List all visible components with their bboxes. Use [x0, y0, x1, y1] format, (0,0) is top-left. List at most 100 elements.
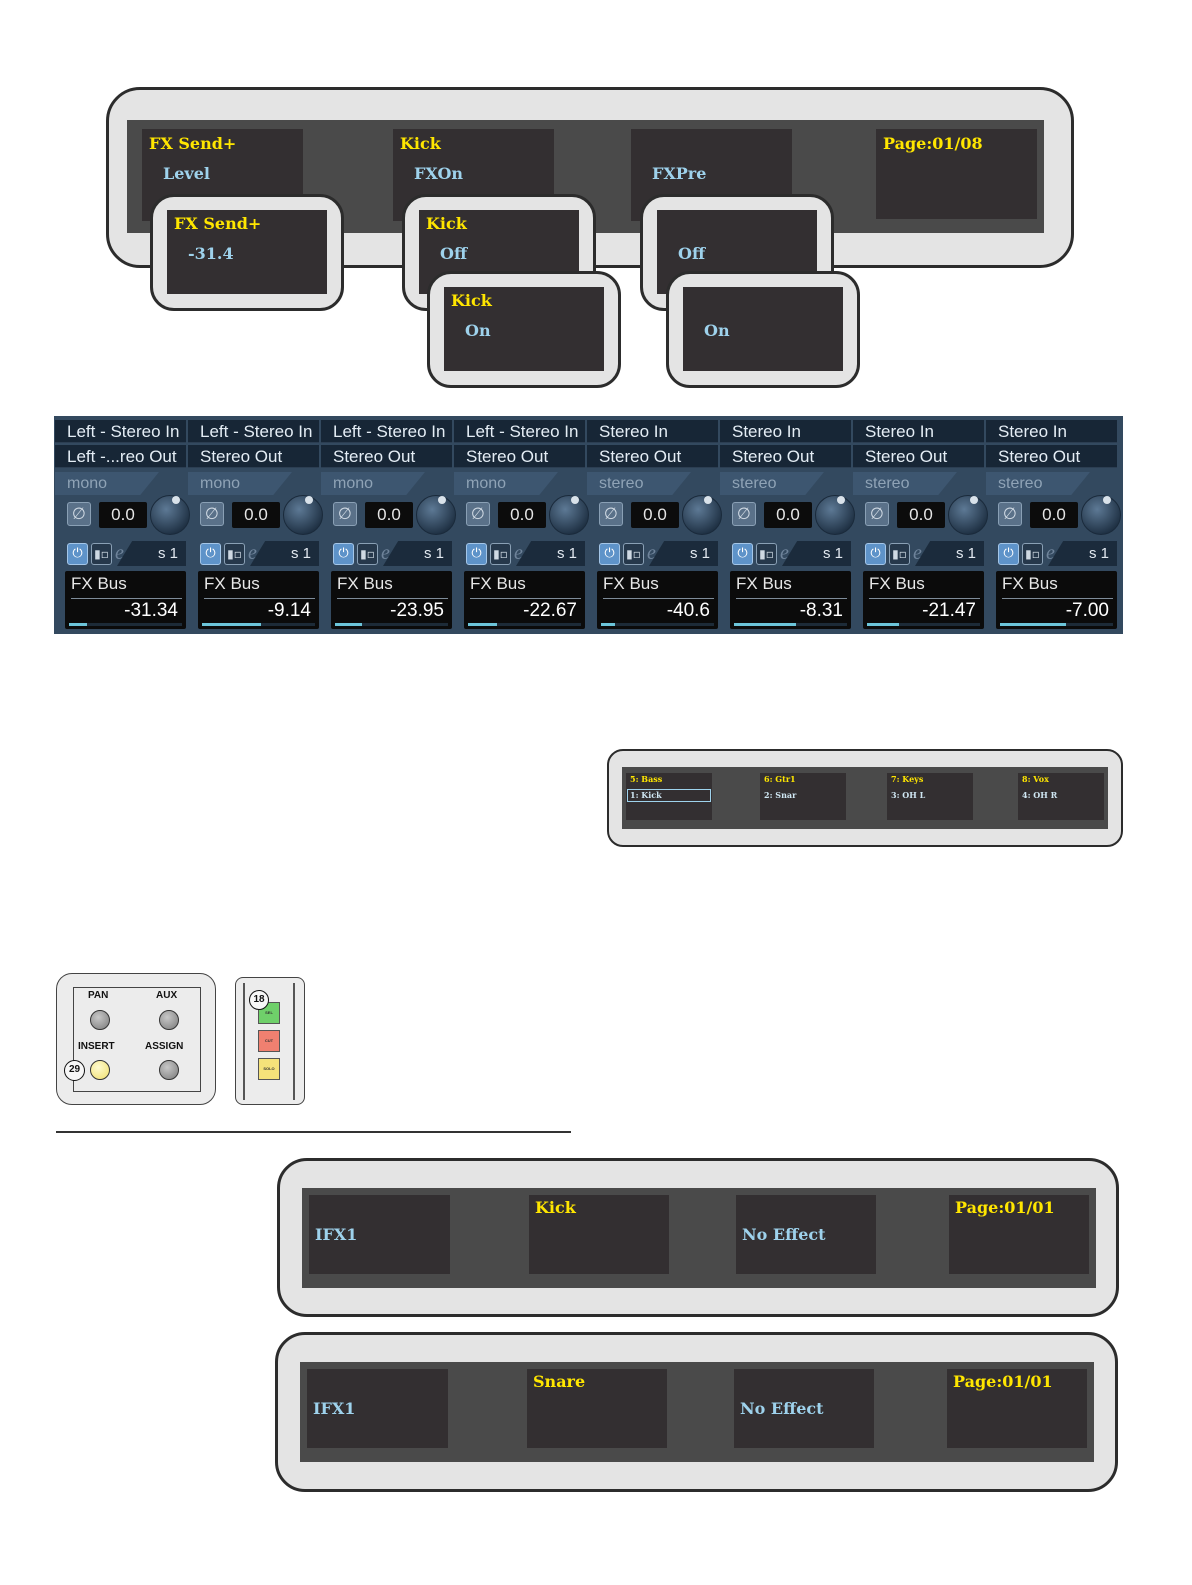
gain-field[interactable]: 0.0 [365, 502, 413, 528]
phase-invert-icon[interactable]: ∅ [865, 502, 889, 526]
channel-select-cell-2[interactable]: 6: Gtr1 2: Snar [760, 773, 846, 820]
send-level-meter[interactable] [734, 623, 847, 626]
power-icon[interactable]: ⏻ [599, 543, 620, 565]
send-level-meter[interactable] [468, 623, 581, 626]
send-level-meter[interactable] [335, 623, 448, 626]
phase-invert-icon[interactable]: ∅ [466, 502, 490, 526]
send-level-meter[interactable] [69, 623, 182, 626]
pan-knob[interactable] [948, 495, 988, 535]
pan-knob[interactable] [283, 495, 323, 535]
send-level-meter[interactable] [202, 623, 315, 626]
gain-field[interactable]: 0.0 [232, 502, 280, 528]
pan-button[interactable] [90, 1010, 110, 1030]
power-icon[interactable]: ⏻ [200, 543, 221, 565]
phase-invert-icon[interactable]: ∅ [333, 502, 357, 526]
phase-invert-icon[interactable]: ∅ [200, 502, 224, 526]
send-level-meter[interactable] [1000, 623, 1113, 626]
fx-bus-send-box[interactable]: FX Bus-7.00 [996, 571, 1117, 629]
solo-button[interactable]: SOLO [258, 1058, 280, 1080]
power-icon[interactable]: ⏻ [865, 543, 886, 565]
pan-knob[interactable] [150, 495, 190, 535]
power-icon[interactable]: ⏻ [333, 543, 354, 565]
send-slot-label[interactable]: s 1 [250, 541, 319, 566]
insert-button[interactable] [90, 1060, 110, 1080]
fader-icon[interactable]: ▮▫ [756, 543, 777, 565]
channel-select-cell-1[interactable]: 5: Bass 1: Kick [626, 773, 712, 820]
fx-bus-send-box[interactable]: FX Bus-31.34 [65, 571, 186, 629]
edit-e-icon[interactable]: e [913, 542, 922, 564]
pan-knob[interactable] [416, 495, 456, 535]
channel-mode-tab: mono [55, 472, 159, 495]
fader-icon[interactable]: ▮▫ [889, 543, 910, 565]
assign-button[interactable] [159, 1060, 179, 1080]
send-level-meter[interactable] [601, 623, 714, 626]
power-icon[interactable]: ⏻ [998, 543, 1019, 565]
ifx-kick-cell-page: Page:01/01 [949, 1195, 1089, 1274]
fader-icon[interactable]: ▮▫ [623, 543, 644, 565]
power-icon[interactable]: ⏻ [67, 543, 88, 565]
edit-e-icon[interactable]: e [1046, 542, 1055, 564]
input-route-label[interactable]: Left - Stereo In [454, 420, 585, 443]
edit-e-icon[interactable]: e [115, 542, 124, 564]
edit-e-icon[interactable]: e [780, 542, 789, 564]
input-route-label[interactable]: Left - Stereo In [321, 420, 452, 443]
fx-bus-send-box[interactable]: FX Bus-9.14 [198, 571, 319, 629]
gain-field[interactable]: 0.0 [897, 502, 945, 528]
edit-e-icon[interactable]: e [647, 542, 656, 564]
fx-bus-send-box[interactable]: FX Bus-8.31 [730, 571, 851, 629]
input-route-label[interactable]: Stereo In [720, 420, 851, 443]
pan-knob[interactable] [549, 495, 589, 535]
input-route-label[interactable]: Stereo In [587, 420, 718, 443]
pan-knob[interactable] [682, 495, 722, 535]
gain-field[interactable]: 0.0 [764, 502, 812, 528]
channel-lower-selected[interactable]: 1: Kick [627, 789, 711, 802]
mode-button-panel: PAN AUX INSERT ASSIGN 29 [56, 973, 216, 1105]
input-route-label[interactable]: Stereo In [853, 420, 984, 443]
gain-field[interactable]: 0.0 [498, 502, 546, 528]
bus-name: FX Bus [337, 574, 393, 593]
power-icon[interactable]: ⏻ [466, 543, 487, 565]
edit-e-icon[interactable]: e [514, 542, 523, 564]
output-route-label[interactable]: Stereo Out [720, 445, 851, 468]
fx-bus-send-box[interactable]: FX Bus-23.95 [331, 571, 452, 629]
input-route-label[interactable]: Stereo In [986, 420, 1117, 443]
edit-e-icon[interactable]: e [248, 542, 257, 564]
fader-icon[interactable]: ▮▫ [357, 543, 378, 565]
fx-bus-send-box[interactable]: FX Bus-22.67 [464, 571, 585, 629]
phase-invert-icon[interactable]: ∅ [67, 502, 91, 526]
output-route-label[interactable]: Stereo Out [587, 445, 718, 468]
fx-bus-send-box[interactable]: FX Bus-40.6 [597, 571, 718, 629]
pan-knob[interactable] [1081, 495, 1121, 535]
pan-knob[interactable] [815, 495, 855, 535]
phase-invert-icon[interactable]: ∅ [599, 502, 623, 526]
ifx-channel-name: Snare [533, 1372, 586, 1391]
input-route-label[interactable]: Left - Stereo In [188, 420, 319, 443]
channel-select-cell-4[interactable]: 8: Vox 4: OH R [1018, 773, 1104, 820]
power-icon[interactable]: ⏻ [732, 543, 753, 565]
channel-mode-tab: stereo [986, 472, 1090, 495]
fader-icon[interactable]: ▮▫ [91, 543, 112, 565]
fader-icon[interactable]: ▮▫ [490, 543, 511, 565]
ifx-snare-cell-3: No Effect [734, 1369, 874, 1448]
fader-icon[interactable]: ▮▫ [1022, 543, 1043, 565]
fx-bus-send-box[interactable]: FX Bus-21.47 [863, 571, 984, 629]
output-route-label[interactable]: Stereo Out [853, 445, 984, 468]
phase-invert-icon[interactable]: ∅ [732, 502, 756, 526]
output-route-label[interactable]: Stereo Out [986, 445, 1117, 468]
channel-select-cell-3[interactable]: 7: Keys 3: OH L [887, 773, 973, 820]
gain-field[interactable]: 0.0 [99, 502, 147, 528]
ifx-snare-cell-page: Page:01/01 [947, 1369, 1087, 1448]
edit-e-icon[interactable]: e [381, 542, 390, 564]
input-route-label[interactable]: Left - Stereo In [55, 420, 186, 443]
fader-icon[interactable]: ▮▫ [224, 543, 245, 565]
output-route-label[interactable]: Stereo Out [454, 445, 585, 468]
gain-field[interactable]: 0.0 [1030, 502, 1078, 528]
output-route-label[interactable]: Stereo Out [321, 445, 452, 468]
phase-invert-icon[interactable]: ∅ [998, 502, 1022, 526]
output-route-label[interactable]: Left -...reo Out [55, 445, 186, 468]
aux-button[interactable] [159, 1010, 179, 1030]
send-level-meter[interactable] [867, 623, 980, 626]
cut-button[interactable]: CUT [258, 1030, 280, 1052]
gain-field[interactable]: 0.0 [631, 502, 679, 528]
output-route-label[interactable]: Stereo Out [188, 445, 319, 468]
